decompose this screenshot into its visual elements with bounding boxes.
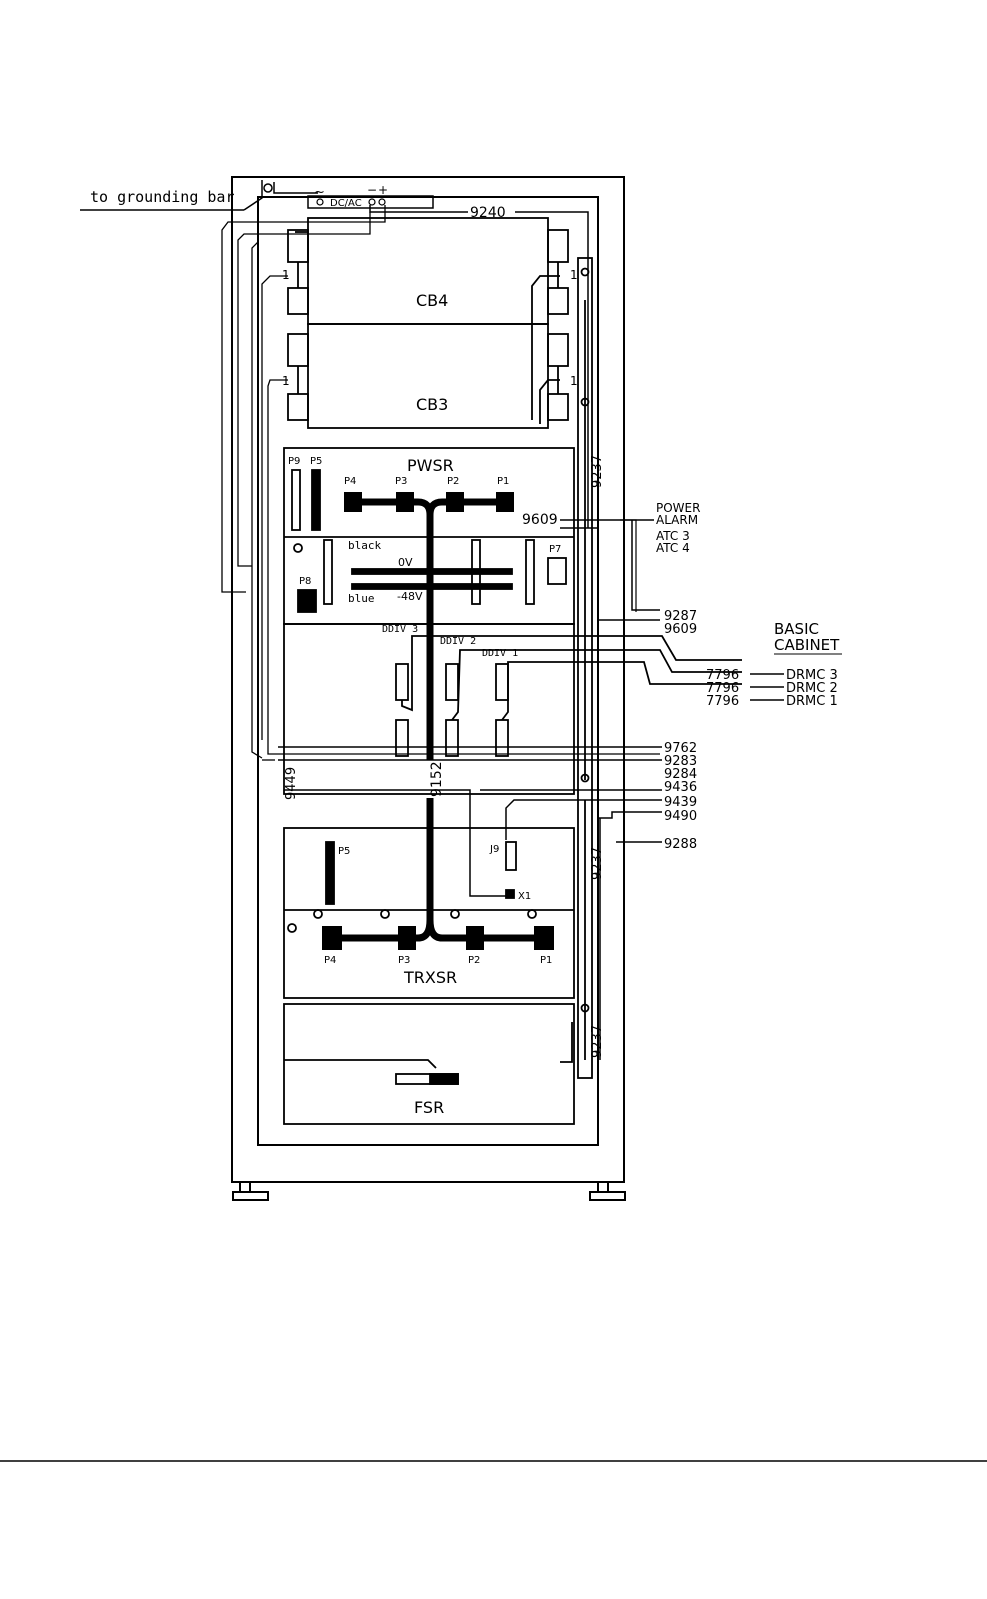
cable-9449: 9449 [284,767,299,800]
neg48-label: -48V [397,590,423,603]
cable-9237-mid: 9237 [590,847,605,880]
minus-terminal-label: − [367,183,377,197]
basic-cabinet-labels: BASIC CABINET DRMC 3 DRMC 2 DRMC 1 [750,620,842,709]
trx-connector-p2: P2 [468,955,480,966]
cb3-left-1: 1 [282,374,290,388]
fsr-label: FSR [414,1098,444,1117]
ddiv1-label: DDIV 1 [482,648,518,659]
trx-connector-p5: P5 [338,846,350,857]
connector-x1: X1 [518,891,531,902]
cb3-right-1: 1 [570,374,578,388]
connector-p7: P7 [549,544,561,555]
trx-connector-p1: P1 [540,955,552,966]
atc4-label: ATC 4 [656,541,690,555]
cabinet-label: CABINET [774,636,840,654]
grounding-label: to grounding bar [90,188,235,206]
connector-p8: P8 [299,576,311,587]
cable-9490: 9490 [664,809,697,824]
connector-p9: P9 [288,456,300,467]
right-cable-leads [278,520,662,1060]
cable-9237-top: 9237 [590,455,605,488]
cable-9288: 9288 [664,837,697,852]
alarm-label: ALARM [656,513,698,527]
cable-7796-c: 7796 [706,694,739,709]
ac-symbol: ~ [314,185,325,200]
trx-connector-p4: P4 [324,955,336,966]
drmc1-label: DRMC 1 [786,694,838,709]
black-label: black [348,539,381,552]
dcac-label: DC/AC [330,198,362,209]
cable-9609-b: 9609 [664,622,697,637]
cable-9152: 9152 [429,761,445,797]
connector-p3: P3 [395,476,407,487]
ddiv3-label: DDIV 3 [382,624,418,635]
connector-p5: P5 [310,456,322,467]
cb3-label: CB3 [416,395,448,414]
pwsr-label: PWSR [407,456,454,475]
cable-9237-bottom: 9237 [590,1025,605,1058]
cable-9436: 9436 [664,780,697,795]
connector-p2: P2 [447,476,459,487]
trx-connector-p3: P3 [398,955,410,966]
ddiv2-label: DDIV 2 [440,636,476,647]
pwsr-harness [355,502,505,920]
connector-p4: P4 [344,476,356,487]
cable-9609-a: 9609 [522,512,558,528]
connector-p1: P1 [497,476,509,487]
zero-volt-label: 0V [398,556,413,569]
plus-terminal-label: + [378,183,388,197]
cb4-right-1: 1 [570,268,578,282]
blue-label: blue [348,592,375,605]
cable-9439: 9439 [664,795,697,810]
cb4-left-1: 1 [282,268,290,282]
trxsr-harness [330,920,540,938]
trxsr-label: TRXSR [403,968,457,987]
connector-j9: J9 [489,844,499,855]
cb4-label: CB4 [416,291,448,310]
